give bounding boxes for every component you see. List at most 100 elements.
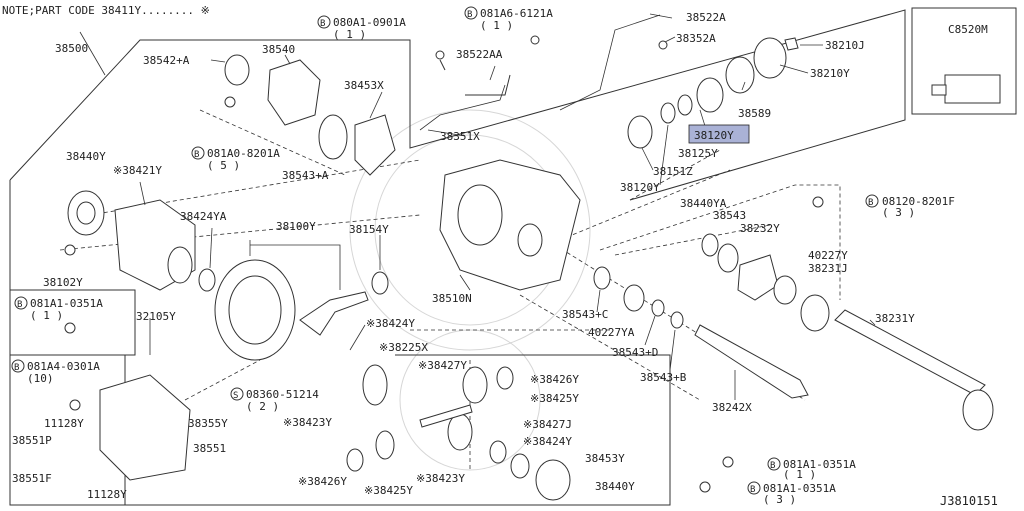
- side-gear-38423y: [362, 364, 388, 406]
- seal-40227ya: [623, 284, 645, 312]
- bolt-081a0: [224, 96, 236, 108]
- label-08120-8201f-qty: ( 3 ): [882, 206, 915, 219]
- label-08360-51214-qty: ( 2 ): [246, 400, 279, 413]
- bolt-38352a: [658, 40, 668, 50]
- sealant-tube: [944, 74, 1001, 104]
- label-38424ya: 38424YA: [180, 210, 227, 223]
- label-38210y: 38210Y: [810, 67, 850, 80]
- vent-pipe: [439, 59, 511, 96]
- label-38589: 38589: [738, 107, 771, 120]
- label-081a1-0351a-r2: 081A1-0351A: [763, 482, 836, 495]
- label-38440y-top: 38440Y: [66, 150, 106, 163]
- label-38551: 38551: [193, 442, 226, 455]
- washer-38424ya: [198, 268, 216, 292]
- label-38425y-b: ※38425Y: [364, 484, 413, 497]
- label-38543: 38543: [713, 209, 746, 222]
- label-38543c: 38543+C: [562, 308, 608, 321]
- o-ring-38543a: [318, 114, 348, 160]
- bolt-081a6: [530, 35, 540, 45]
- rear-cover: [99, 374, 191, 481]
- label-38231y: 38231Y: [875, 312, 915, 325]
- bolt-prefix-icon: B: [194, 150, 199, 160]
- label-38551f: 38551F: [12, 472, 52, 485]
- label-38100y: 38100Y: [276, 220, 316, 233]
- bolt-081a1: [64, 322, 76, 334]
- nut-38210j: [784, 37, 799, 51]
- pinion-38425y: [462, 366, 488, 404]
- note-text: NOTE;PART CODE 38411Y........ ※: [2, 4, 210, 17]
- label-38453x: 38453X: [344, 79, 384, 92]
- label-40227ya: 40227YA: [588, 326, 635, 339]
- diagram-frames: [9, 7, 1017, 506]
- label-38102y: 38102Y: [43, 276, 83, 289]
- label-38351x: 38351X: [440, 130, 480, 143]
- ring-38440ya: [701, 233, 719, 257]
- inset-label: C8520M: [948, 23, 988, 36]
- label-38427y: ※38427Y: [418, 359, 467, 372]
- seal-38120y: [627, 115, 653, 149]
- label-38232y: 38232Y: [740, 222, 780, 235]
- bolt-081a1-0901a: [435, 50, 445, 60]
- label-38154y: 38154Y: [349, 223, 389, 236]
- label-38210j: 38210J: [825, 39, 865, 52]
- label-38453y: 38453Y: [585, 452, 625, 465]
- spacer-38242x: [694, 324, 809, 399]
- label-38543a: 38543+A: [282, 169, 329, 182]
- pinion-gear: [299, 291, 369, 336]
- label-38543d: 38543+D: [612, 346, 658, 359]
- o-ring-38543c: [593, 266, 611, 290]
- label-38125y: 38125Y: [678, 147, 718, 160]
- label-38425y-a: ※38425Y: [530, 392, 579, 405]
- part-shapes: [64, 14, 1001, 501]
- leader-lines: [79, 13, 876, 400]
- ring-38453y: [510, 453, 530, 479]
- housing-opening: [457, 184, 503, 246]
- label-38500: 38500: [55, 42, 88, 55]
- bolt-38102y: [64, 244, 76, 256]
- label-38355y: 38355Y: [188, 417, 228, 430]
- seal-38210y: [753, 37, 787, 79]
- label-38120y-highlight: 38120Y: [694, 129, 734, 142]
- label-38225x: ※38225X: [379, 341, 428, 354]
- shim-38151z: [660, 102, 676, 124]
- seal-38542a: [224, 54, 250, 86]
- bolt-prefix-icon: B: [320, 19, 325, 29]
- bearing-38125y: [696, 77, 724, 113]
- label-38542a: 38542+A: [143, 54, 190, 67]
- label-38424y-a: ※38424Y: [366, 317, 415, 330]
- label-081a0-0901a: 080A1-0901A: [333, 16, 406, 29]
- label-11128y-b: 11128Y: [87, 488, 127, 501]
- washer-38426y: [346, 448, 364, 472]
- seal-40227y: [773, 275, 797, 305]
- label-081a0-8201a: 081A0-8201A: [207, 147, 280, 160]
- retainer-38232y: [737, 254, 779, 301]
- screw-prefix-icon: S: [233, 391, 238, 401]
- bolt-prefix-icon: B: [467, 10, 472, 20]
- label-081a1-0351a-r1: 081A1-0351A: [783, 458, 856, 471]
- o-ring-38543: [717, 243, 739, 273]
- gasket-38453x: [354, 114, 396, 176]
- bearing-38231j: [800, 294, 830, 332]
- label-38440y-bottom: 38440Y: [595, 480, 635, 493]
- label-38426y-b: ※38426Y: [298, 475, 347, 488]
- bearing-38210y: [725, 56, 755, 94]
- bolt-prefix-icon: B: [750, 485, 755, 495]
- label-38551p: 38551P: [12, 434, 52, 447]
- axle-shaft-38231y: [834, 309, 986, 396]
- label-08360-51214: 08360-51214: [246, 388, 319, 401]
- label-081a1-0351a-left-qty: ( 1 ): [30, 309, 63, 322]
- label-38540: 38540: [262, 43, 295, 56]
- label-081a1-0351a-r1-qty: ( 1 ): [783, 468, 816, 481]
- bearing-38440y-b: [535, 459, 571, 501]
- bolt-prefix-icon: B: [868, 198, 873, 208]
- bolt-081a4: [69, 399, 81, 411]
- label-38543b: 38543+B: [640, 371, 687, 384]
- washer-38154y: [371, 271, 389, 295]
- label-081a1-0351a-r2-qty: ( 3 ): [763, 493, 796, 506]
- label-38423y-a: ※38423Y: [283, 416, 332, 429]
- o-ring-38543b: [670, 311, 684, 329]
- label-08120-8201f: 08120-8201F: [882, 195, 955, 208]
- label-081a6-6121a: 081A6-6121A: [480, 7, 553, 20]
- label-081a0-8201a-qty: ( 5 ): [207, 159, 240, 172]
